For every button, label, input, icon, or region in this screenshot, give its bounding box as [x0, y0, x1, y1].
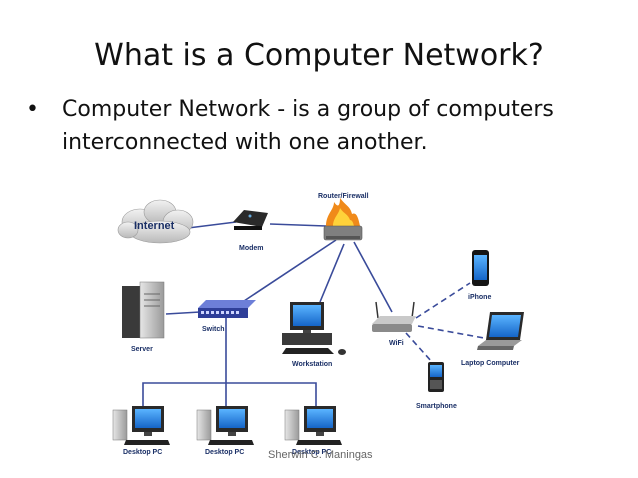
desktop-pc-icon	[196, 406, 254, 445]
internet-cloud-icon: Internet	[117, 199, 194, 244]
desktop-pc-icon	[284, 406, 342, 445]
link-router-wifi	[353, 241, 393, 313]
desktop-pc-label-1: Desktop PC	[123, 449, 162, 456]
slide-title: What is a Computer Network?	[94, 38, 544, 73]
laptop-label: Laptop Computer	[461, 360, 520, 367]
modem-label: Modem	[239, 245, 264, 252]
server-label: Server	[131, 346, 153, 353]
smartphone-icon	[428, 362, 444, 392]
router-firewall-icon	[323, 198, 363, 241]
laptop-icon	[477, 312, 524, 350]
wired-links	[142, 221, 393, 410]
modem-icon	[233, 210, 268, 230]
desktop-pc-icon	[112, 406, 170, 445]
link-switch-server	[165, 311, 201, 315]
router-firewall-label: Router/Firewall	[318, 193, 369, 200]
bullet-dot: •	[26, 97, 39, 122]
switch-icon	[198, 300, 256, 318]
wireless-wifi-laptop	[417, 325, 485, 339]
iphone-icon	[472, 250, 489, 286]
wifi-label: WiFi	[389, 340, 404, 347]
link-modem-router	[269, 223, 327, 227]
link-internet-modem	[187, 221, 237, 229]
internet-label: Internet	[134, 220, 175, 232]
wireless-links	[405, 282, 485, 363]
wireless-wifi-smartphone	[405, 332, 433, 363]
smartphone-label: Smartphone	[416, 403, 457, 410]
bullet-text: Computer Network - is a group of compute…	[62, 97, 554, 155]
wifi-access-point-icon	[372, 301, 416, 332]
workstation-icon	[282, 302, 346, 355]
desktop-pc-label-3: Desktop PC	[292, 449, 331, 456]
iphone-label: iPhone	[468, 294, 491, 301]
workstation-label: Workstation	[292, 361, 332, 368]
wireless-wifi-iphone	[415, 282, 471, 319]
server-icon	[122, 281, 165, 339]
desktop-bus	[142, 382, 317, 410]
desktop-pc-label-2: Desktop PC	[205, 449, 244, 456]
switch-label: Switch	[202, 326, 225, 333]
footer-author: Sherwin C. Maningas	[268, 449, 373, 461]
link-router-switch	[237, 239, 337, 306]
link-router-workstation	[319, 243, 345, 303]
